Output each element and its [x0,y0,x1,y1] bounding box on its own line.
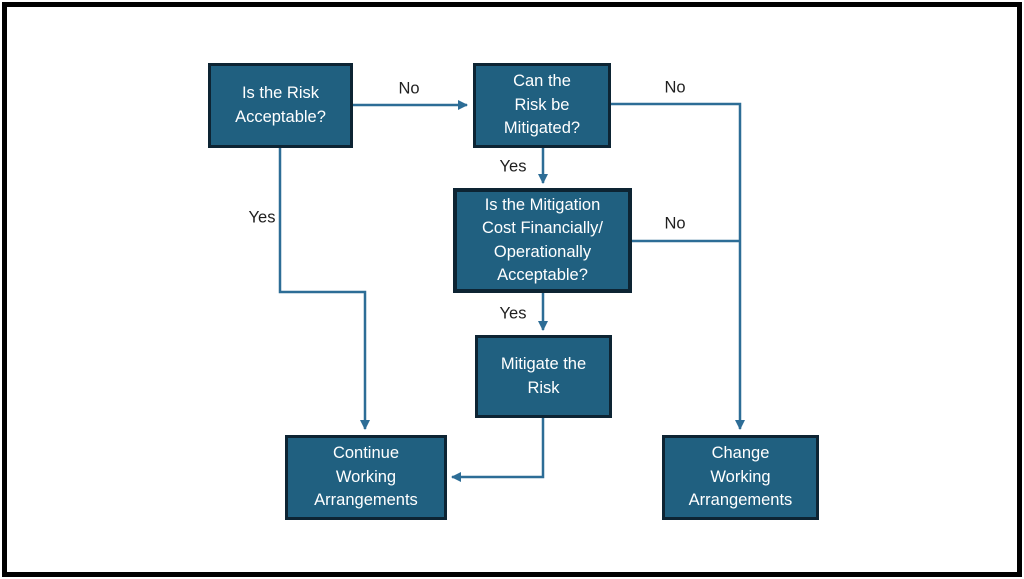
edge-label-yes-mitigated-to-cost: Yes [499,157,527,176]
edge-no-mitigated-to-change [611,102,745,430]
node-mitigation-cost-acceptable: Is the Mitigation Cost Financially/ Oper… [453,188,632,293]
node-can-risk-be-mitigated: Can the Risk be Mitigated? [473,63,611,148]
edge-label-no-acceptable-to-mitigated: No [398,79,420,98]
edge-label-no-cost-to-change: No [664,214,686,233]
node-change-working-arrangements: Change Working Arrangements [662,435,819,520]
edge-label-yes-cost-to-mitigate: Yes [499,304,527,323]
node-mitigate-the-risk: Mitigate the Risk [475,335,612,418]
node-continue-working-arrangements: Continue Working Arrangements [285,435,447,520]
edge-label-no-mitigated-to-change: No [664,78,686,97]
edge-label-yes-acceptable-to-continue: Yes [248,208,276,227]
edge-yes-acceptable-to-continue [278,148,370,430]
node-risk-acceptable: Is the Risk Acceptable? [208,63,353,148]
edge-mitigate-to-continue [451,418,545,482]
